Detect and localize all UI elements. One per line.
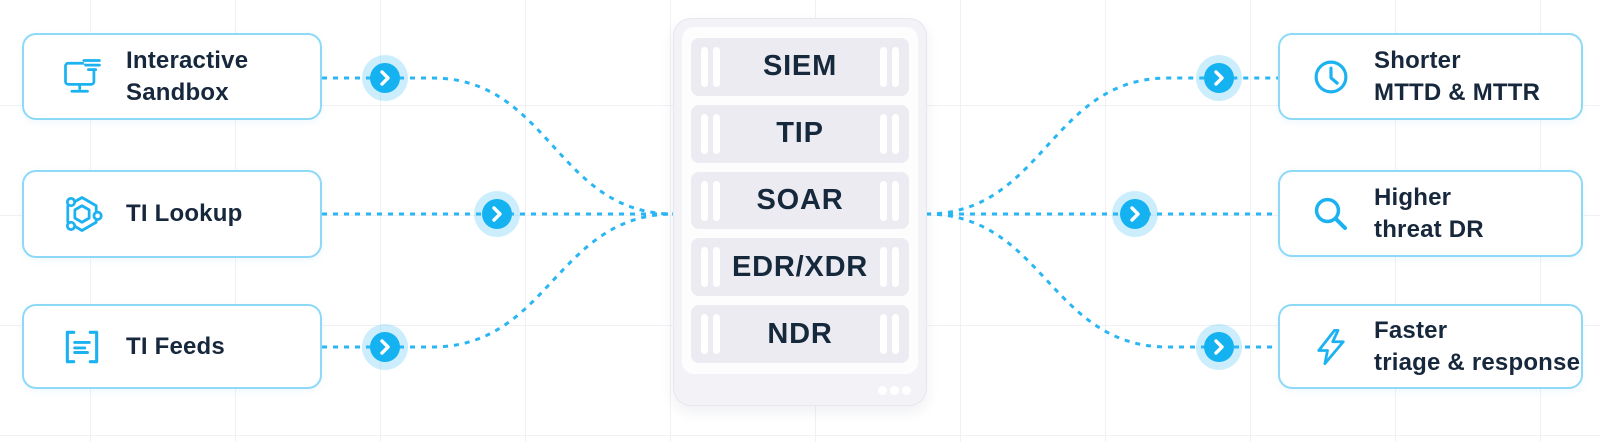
chevron-right-icon	[1120, 199, 1150, 229]
rack-bar	[892, 180, 899, 221]
connector-right-bottom	[925, 212, 1278, 349]
card-faster-triage-response: Faster triage & response	[1278, 304, 1583, 389]
security-stack-panel: SIEM TIP SOAR EDR/XDR	[673, 18, 927, 406]
stack-rows-container: SIEM TIP SOAR EDR/XDR	[682, 27, 918, 374]
rack-bar	[701, 247, 708, 288]
chevron-right-icon	[1204, 332, 1234, 362]
card-shorter-mttd-mttr: Shorter MTTD & MTTR	[1278, 33, 1583, 120]
search-icon	[1310, 193, 1352, 235]
card-interactive-sandbox: Interactive Sandbox	[22, 33, 322, 120]
rack-bar	[892, 247, 899, 288]
chevron-right-icon	[1204, 63, 1234, 93]
arrow-badge	[1112, 191, 1158, 237]
stack-row-tip: TIP	[691, 104, 909, 163]
arrow-badge	[362, 324, 408, 370]
card-label: Higher threat DR	[1374, 183, 1484, 243]
rack-bar	[880, 113, 887, 154]
rack-bar	[713, 113, 720, 154]
stack-row-label: SIEM	[762, 50, 838, 83]
monitor-icon	[60, 55, 104, 99]
stack-row-edr-xdr: EDR/XDR	[691, 238, 909, 297]
chevron-right-icon	[482, 199, 512, 229]
arrow-badge	[1196, 324, 1242, 370]
lightning-icon	[1310, 326, 1352, 368]
rack-bar	[892, 47, 899, 87]
chevron-right-icon	[370, 332, 400, 362]
card-label: Interactive Sandbox	[126, 46, 249, 106]
stack-row-label: EDR/XDR	[731, 250, 869, 283]
chevron-right-icon	[370, 63, 400, 93]
dot	[878, 386, 887, 395]
rack-bar	[892, 113, 899, 154]
rack-bar	[713, 314, 720, 355]
stack-row-label: TIP	[776, 117, 824, 150]
rack-bar	[880, 47, 887, 87]
dot	[902, 386, 911, 395]
stack-row-ndr: NDR	[691, 305, 909, 363]
hexagon-network-icon	[60, 192, 104, 236]
clock-icon	[1310, 56, 1352, 98]
connector-left-bottom	[322, 212, 675, 349]
card-label: Faster triage & response	[1374, 316, 1581, 376]
stack-row-label: SOAR	[756, 183, 844, 216]
connector-left-top	[322, 76, 675, 216]
panel-ellipsis-dots	[878, 386, 911, 395]
card-ti-lookup: TI Lookup	[22, 170, 322, 258]
rack-bar	[701, 314, 708, 355]
rack-bar	[892, 314, 899, 355]
card-higher-threat-dr: Higher threat DR	[1278, 170, 1583, 257]
rack-bar	[713, 47, 720, 87]
rack-bar	[880, 314, 887, 355]
rack-bar	[880, 247, 887, 288]
arrow-badge	[474, 191, 520, 237]
stack-row-siem: SIEM	[691, 38, 909, 96]
card-label: TI Lookup	[126, 200, 243, 228]
arrow-badge	[1196, 55, 1242, 101]
rack-bar	[713, 247, 720, 288]
connector-right-top	[925, 76, 1278, 216]
card-label: TI Feeds	[126, 332, 225, 360]
rack-bar	[713, 180, 720, 221]
rack-bar	[701, 180, 708, 221]
card-label: Shorter MTTD & MTTR	[1374, 46, 1541, 106]
rack-bar	[701, 113, 708, 154]
dot	[890, 386, 899, 395]
rack-bar	[880, 180, 887, 221]
stack-row-label: NDR	[767, 317, 833, 350]
arrow-badge	[362, 55, 408, 101]
card-ti-feeds: TI Feeds	[22, 304, 322, 389]
stack-row-soar: SOAR	[691, 171, 909, 230]
rack-bar	[701, 47, 708, 87]
brackets-feed-icon	[60, 325, 104, 369]
